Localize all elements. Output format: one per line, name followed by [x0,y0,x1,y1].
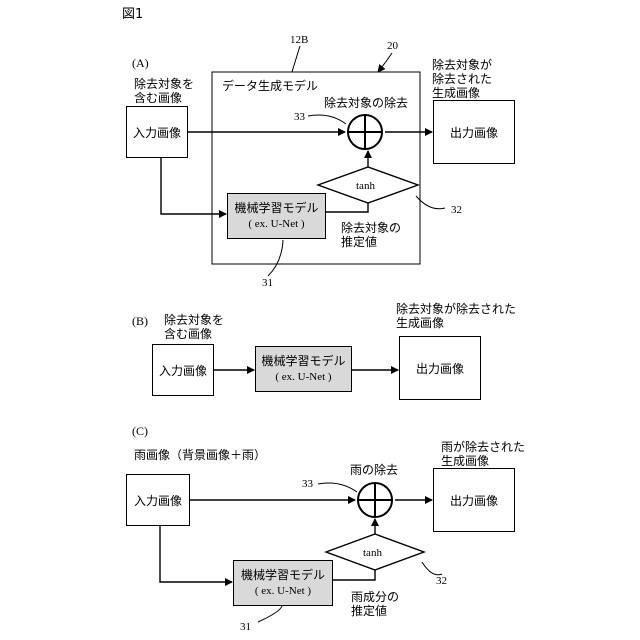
leader-32-c [422,562,442,575]
leader-20 [378,53,392,72]
ml-model-box-a: 機械学習モデル ( ex. U-Net ) [227,193,326,239]
leader-12b [292,46,300,72]
removal-label-a: 除去対象の除去 [324,96,408,110]
output-image-box-b: 出力画像 [399,336,481,400]
input-image-label-b: 入力画像 [159,362,207,379]
ml-model-name-a: 機械学習モデル [234,200,318,216]
ml-model-example-b: ( ex. U-Net ) [275,369,331,385]
leader-31-a [268,240,283,276]
input-image-box-b: 入力画像 [152,344,214,396]
output-desc-c-line1: 雨が除去された [441,440,525,454]
ml-model-example-c: ( ex. U-Net ) [255,583,311,599]
arrow-input-to-model-a [161,158,226,214]
input-desc-a-line1: 除去対象を [134,77,194,91]
arrow-model-to-tanh-c [333,570,375,580]
input-image-label-c: 入力画像 [134,492,182,509]
output-image-box-a: 出力画像 [433,100,515,164]
ml-model-name-c: 機械学習モデル [241,567,325,583]
ml-model-box-c: 機械学習モデル ( ex. U-Net ) [233,560,333,606]
ref-12b: 12B [290,33,308,47]
estimate-c-line2: 推定値 [351,604,387,618]
estimate-c-line1: 雨成分の [351,590,399,604]
leader-31-c [258,606,282,622]
output-desc-c-line2: 生成画像 [441,454,489,468]
ref-32-c: 32 [436,574,447,588]
ref-33-c: 33 [302,477,313,491]
ref-32-a: 32 [451,203,462,217]
input-desc-b-line1: 除去対象を [164,313,224,327]
input-desc-b-line2: 含む画像 [164,327,212,341]
output-desc-a-line3: 生成画像 [432,86,480,100]
ml-model-name-b: 機械学習モデル [261,353,345,369]
model-group-label: データ生成モデル [222,79,318,93]
output-desc-b-line2: 生成画像 [396,316,444,330]
leader-33-c [318,483,357,492]
panel-c-label: (C) [132,424,148,438]
output-desc-b-line1: 除去対象が除去された [396,302,516,316]
panel-b-label: (B) [132,314,148,328]
output-desc-a-line2: 除去された [432,72,492,86]
ref-31-c: 31 [240,620,251,634]
tanh-label-a: tanh [356,179,375,193]
ml-model-box-b: 機械学習モデル ( ex. U-Net ) [255,346,352,392]
arrow-input-to-model-c [160,526,232,582]
estimate-a-line2: 推定値 [341,235,377,249]
output-image-label-b: 出力画像 [416,360,464,377]
ref-33-a: 33 [294,110,305,124]
output-image-label-c: 出力画像 [450,492,498,509]
figure-label: 図1 [122,8,143,22]
output-image-label-a: 出力画像 [450,124,498,141]
ml-model-example-a: ( ex. U-Net ) [248,216,304,232]
arrow-model-to-tanh-a [326,203,368,212]
panel-a-label: (A) [132,56,149,70]
output-image-box-c: 出力画像 [433,468,515,532]
ref-20: 20 [387,39,398,53]
input-desc-c: 雨画像（背景画像＋雨） [134,448,266,462]
ref-31-a: 31 [262,276,273,290]
output-desc-a-line1: 除去対象が [432,58,492,72]
input-image-label-a: 入力画像 [133,124,181,141]
tanh-label-c: tanh [363,546,382,560]
leader-33-a [308,115,346,124]
estimate-a-line1: 除去対象の [341,221,401,235]
input-desc-a-line2: 含む画像 [134,91,182,105]
input-image-box-c: 入力画像 [126,474,190,526]
input-image-box-a: 入力画像 [126,106,188,158]
removal-label-c: 雨の除去 [350,463,398,477]
